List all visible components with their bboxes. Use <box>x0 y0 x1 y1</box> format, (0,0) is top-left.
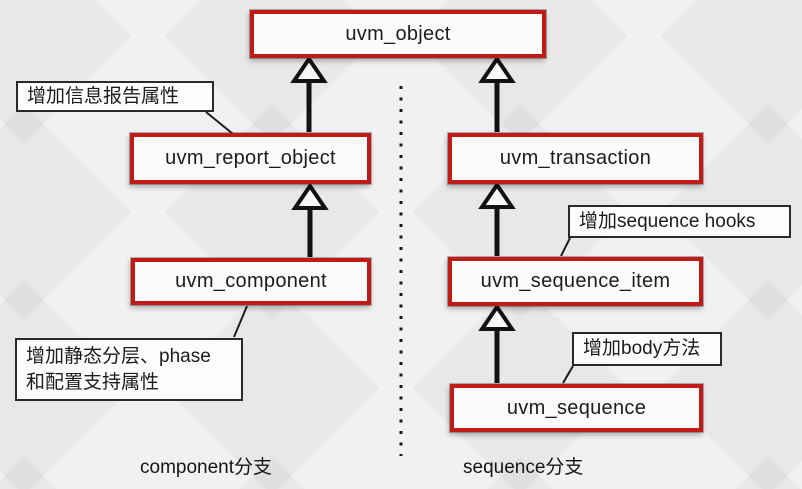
annotation-component-text-line1: 增加静态分层、phase <box>26 345 211 367</box>
branch-label-component: component分支 <box>140 457 273 478</box>
connector-sequence-note <box>562 365 574 384</box>
class-label-uvm-sequence-item: uvm_sequence_item <box>480 270 671 292</box>
annotation-body-method-text: 增加body方法 <box>583 338 701 360</box>
annotation-report-text: 增加信息报告属性 <box>27 85 180 107</box>
class-box-uvm-sequence: uvm_sequence <box>450 384 703 432</box>
branch-label-sequence: sequence分支 <box>463 457 584 478</box>
annotation-body-method: 增加body方法 <box>572 332 722 366</box>
inheritance-arrow-transaction-to-object <box>478 55 516 132</box>
annotation-sequence-hooks: 增加sequence hooks <box>568 205 791 238</box>
class-label-uvm-component: uvm_component <box>175 270 327 292</box>
annotation-component-text-line2: 和配置支持属性 <box>26 371 160 393</box>
annotation-component-properties: 增加静态分层、phase 和配置支持属性 <box>15 338 243 401</box>
connector-component-note <box>233 305 248 338</box>
class-box-uvm-report-object: uvm_report_object <box>130 133 371 184</box>
class-label-uvm-sequence: uvm_sequence <box>506 396 647 419</box>
class-label-uvm-transaction: uvm_transaction <box>499 147 652 169</box>
class-box-uvm-sequence-item: uvm_sequence_item <box>448 257 703 306</box>
annotation-report-properties: 增加信息报告属性 <box>16 81 214 112</box>
class-box-uvm-object: uvm_object <box>250 10 546 58</box>
connector-sequence-item-note <box>560 237 571 257</box>
inheritance-arrow-sequence-item-to-transaction <box>478 181 516 256</box>
class-label-uvm-object: uvm_object <box>345 22 451 45</box>
connector-report-note <box>205 111 234 135</box>
class-label-uvm-report-object: uvm_report_object <box>165 147 336 169</box>
class-box-uvm-transaction: uvm_transaction <box>448 133 703 184</box>
inheritance-arrow-report-object-to-object <box>290 55 328 132</box>
annotation-sequence-hooks-text: 增加sequence hooks <box>579 210 756 232</box>
inheritance-arrow-component-to-report-object <box>291 182 329 257</box>
inheritance-arrow-sequence-to-sequence-item <box>478 303 516 383</box>
class-box-uvm-component: uvm_component <box>131 258 371 305</box>
